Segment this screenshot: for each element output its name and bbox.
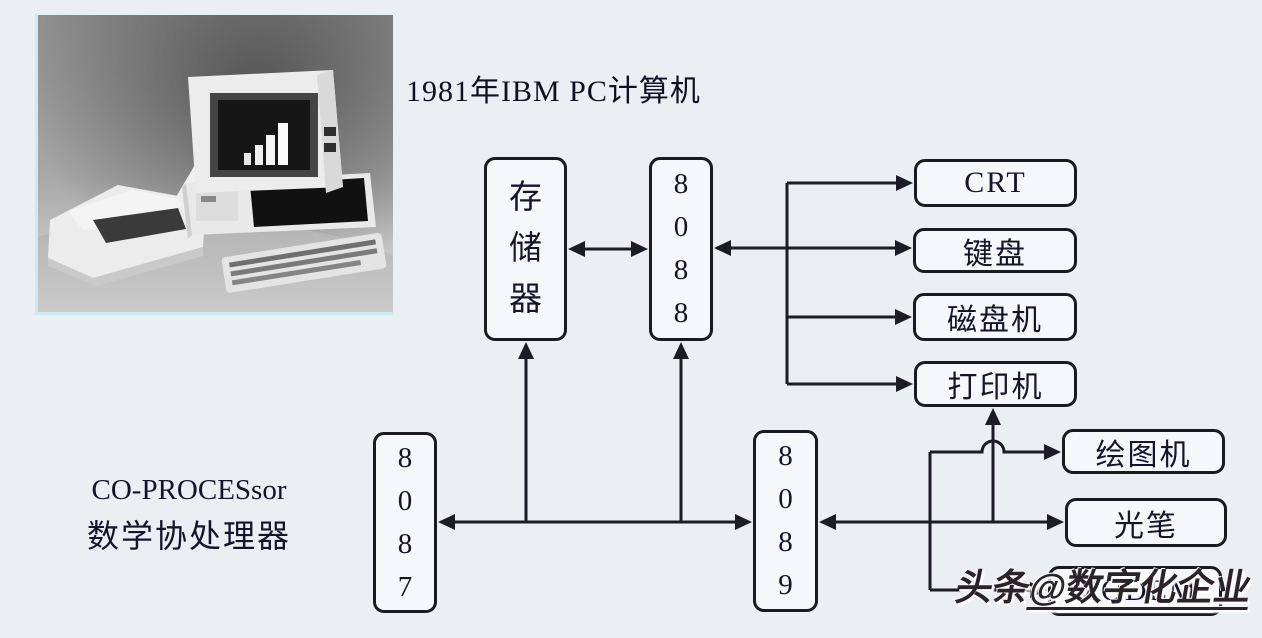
printer-in-photo <box>48 185 206 286</box>
page-title: 1981年IBM PC计算机 <box>406 75 701 108</box>
node-keyboard: 键盘 <box>913 228 1077 273</box>
arrowhead-into-8088-right <box>714 240 731 256</box>
node-disk-drive: 磁盘机 <box>913 293 1077 341</box>
node-disk-drive-label: 磁盘机 <box>947 304 1043 337</box>
node-modem-label: MODEM <box>1072 574 1198 607</box>
arrowhead-into-disk <box>895 309 912 325</box>
arrowhead-into-8089-left <box>735 514 752 530</box>
arrowhead-into-memory <box>568 241 585 257</box>
arrowhead-into-8089-right <box>819 514 836 530</box>
monitor-in-photo <box>188 70 343 193</box>
node-memory: 存储器 <box>484 157 567 341</box>
watermark-prefix: 头条 <box>952 567 1034 608</box>
arrowhead-into-keyboard <box>895 240 912 256</box>
ibm-pc-photo <box>35 13 393 315</box>
node-modem: MODEM <box>1048 566 1222 616</box>
edge-branch-plotter-hop <box>930 439 1045 454</box>
coprocessor-caption-line1: CO-PROCESsor <box>91 474 287 506</box>
node-crt-label: CRT <box>964 166 1027 199</box>
arrowhead-into-8088-left <box>631 241 648 257</box>
arrowhead-into-crt <box>896 175 913 191</box>
ibm-pc-photo-illustration <box>38 15 393 312</box>
arrowhead-into-lightpen <box>1047 514 1064 530</box>
watermark-handle: @数字化企业 <box>1026 567 1255 608</box>
node-crt: CRT <box>914 159 1077 207</box>
coprocessor-caption-line2: 数学协处理器 <box>86 518 291 554</box>
watermark: 头条@数字化企业 <box>952 566 1255 610</box>
arrowheads <box>438 175 1064 598</box>
node-plotter-label: 绘图机 <box>1095 438 1192 472</box>
arrowhead-into-8087 <box>438 514 455 530</box>
arrowhead-into-8088-bottom <box>673 342 689 359</box>
node-keyboard-label: 键盘 <box>963 237 1027 271</box>
node-memory-label: 存储器 <box>509 179 542 318</box>
arrowhead-into-printer-side <box>896 376 913 392</box>
node-printer: 打印机 <box>914 361 1077 407</box>
node-printer-label: 打印机 <box>947 371 1044 404</box>
arrowhead-into-memory-bottom <box>518 342 534 359</box>
keyboard-in-photo <box>221 232 387 293</box>
arrowhead-into-printer-bottom <box>985 408 1001 425</box>
arrowhead-into-plotter <box>1044 444 1061 460</box>
coprocessor-caption: CO-PROCESsor 数学协处理器 <box>58 474 320 557</box>
arrowhead-into-modem <box>1030 582 1047 598</box>
node-light-pen: 光笔 <box>1065 498 1227 547</box>
node-plotter: 绘图机 <box>1062 429 1225 474</box>
node-light-pen-label: 光笔 <box>1114 509 1178 543</box>
